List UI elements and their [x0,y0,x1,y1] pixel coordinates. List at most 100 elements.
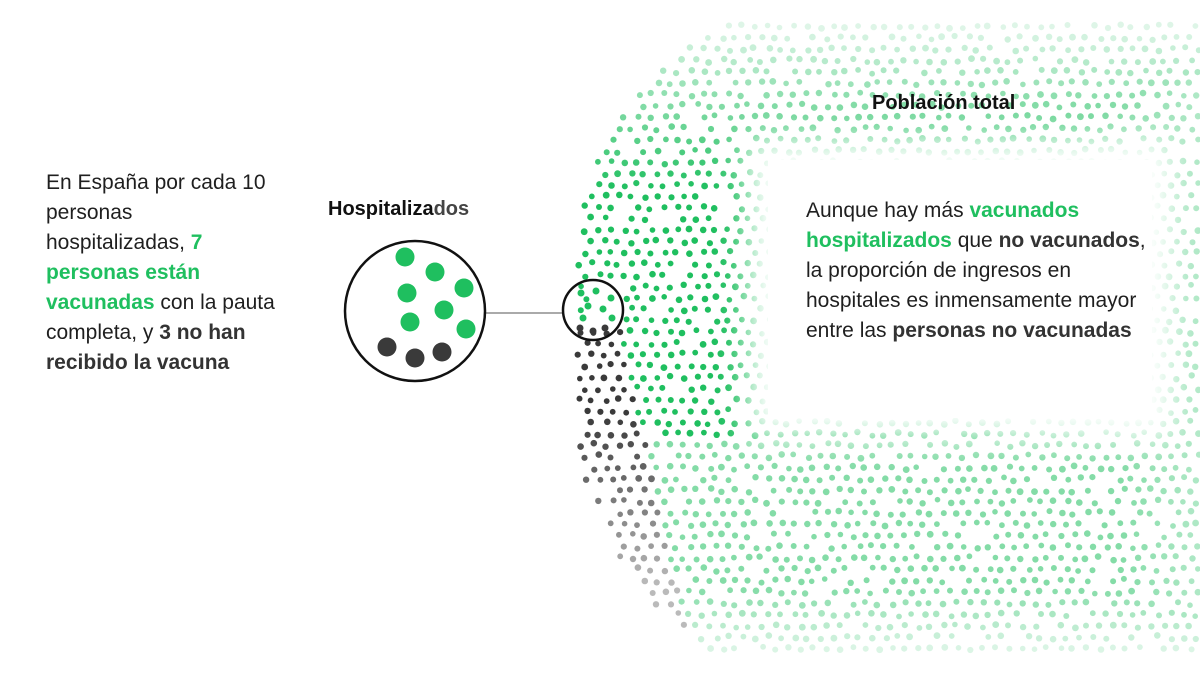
population-dot-vaccinated [764,137,770,144]
population-dot-vaccinated [894,138,901,145]
population-dot-vaccinated [850,101,858,109]
population-dot-vaccinated [654,419,661,426]
population-dot-vaccinated [936,114,942,121]
population-dot-vaccinated [893,542,900,549]
population-dot-vaccinated [757,599,764,607]
population-dot-vaccinated [1000,24,1007,30]
population-dot-vaccinated [720,600,727,608]
population-dot-vaccinated [1101,522,1108,529]
population-dot-vaccinated [673,519,680,526]
population-dot-vaccinated [960,90,966,97]
population-dot-vaccinated [1174,238,1180,245]
population-dot-vaccinated [675,296,683,304]
population-dot-vaccinated [888,33,896,41]
population-dot-vaccinated [635,361,642,368]
population-dot-vaccinated [688,93,696,100]
population-dot-vaccinated [692,261,699,268]
population-dot-vaccinated [1097,534,1104,541]
population-dot-vaccinated [1058,645,1065,651]
population-dot-vaccinated [1005,125,1012,133]
population-dot-vaccinated [1084,487,1091,494]
population-dot-vaccinated [752,587,760,595]
population-dot-unvaccinated [603,398,610,404]
population-dot-vaccinated [731,350,738,358]
population-dot-vaccinated [1129,45,1136,52]
population-dot-vaccinated [738,543,745,550]
population-dot-vaccinated [714,318,721,325]
population-dot-vaccinated [667,397,674,403]
population-dot-vaccinated [655,79,663,87]
population-dot-vaccinated [671,545,679,552]
population-dot-unvaccinated [600,352,607,359]
population-dot-vaccinated [886,623,894,631]
population-dot-vaccinated [947,499,955,507]
population-dot-vaccinated [848,509,854,516]
population-dot-vaccinated [770,530,777,537]
population-dot-unvaccinated [634,545,641,552]
population-dot-vaccinated [1146,510,1153,517]
population-dot-vaccinated [700,384,707,391]
population-dot-vaccinated [688,522,695,530]
population-dot-vaccinated [1148,146,1155,153]
population-dot-vaccinated [1019,645,1026,652]
population-dot-vaccinated [713,568,720,575]
population-dot-vaccinated [1076,634,1082,641]
population-dot-vaccinated [737,273,744,280]
population-dot-vaccinated [1149,465,1156,472]
population-dot-vaccinated [992,554,999,561]
population-dot-vaccinated [694,373,702,380]
population-dot-vaccinated [1068,577,1076,584]
population-dot-vaccinated [876,442,883,449]
population-dot-vaccinated [1117,477,1124,484]
population-dot-vaccinated [784,35,791,42]
population-dot-vaccinated [680,172,687,179]
population-dot-vaccinated [1154,476,1161,483]
population-dot-vaccinated [984,611,991,619]
population-dot-vaccinated [901,577,908,585]
population-dot-unvaccinated [607,361,614,368]
population-dot-vaccinated [1194,588,1200,596]
population-dot-vaccinated [967,646,974,654]
population-dot-vaccinated [855,23,861,29]
population-dot-vaccinated [782,420,790,428]
population-dot-vaccinated [751,635,759,643]
population-dot-vaccinated [1161,534,1167,541]
population-dot-vaccinated [1043,488,1050,495]
population-dot-vaccinated [894,429,902,436]
population-dot-vaccinated [1162,326,1169,334]
population-dot-vaccinated [770,56,777,64]
population-dot-vaccinated [1159,396,1167,404]
population-dot-vaccinated [1003,148,1011,156]
population-dot-vaccinated [681,193,687,200]
population-dot-vaccinated [666,284,673,291]
population-dot-vaccinated [646,206,653,213]
population-dot-vaccinated [1176,531,1183,538]
population-dot-vaccinated [817,114,824,122]
population-dot-vaccinated [815,135,822,142]
population-dot-vaccinated [721,646,728,653]
population-dot-vaccinated [1088,113,1094,120]
population-dot-vaccinated [907,520,914,527]
population-dot-vaccinated [964,148,972,156]
population-dot-vaccinated [1089,543,1097,550]
population-dot-vaccinated [1076,544,1083,551]
population-dot-vaccinated [1135,419,1142,427]
population-dot-vaccinated [713,431,720,438]
population-dot-vaccinated [1172,307,1180,315]
population-dot-vaccinated [792,634,800,642]
population-dot-vaccinated [1160,239,1166,245]
population-dot-vaccinated [745,79,752,86]
population-dot-vaccinated [1108,509,1116,516]
population-dot-vaccinated [993,57,1000,65]
population-dot-unvaccinated [617,553,624,560]
population-dot-vaccinated [784,624,791,631]
population-dot-vaccinated [955,645,962,651]
population-dot-vaccinated [762,112,770,119]
population-dot-vaccinated [726,136,732,143]
population-dot-vaccinated [913,464,919,471]
population-dot-vaccinated [896,589,902,595]
population-dot-vaccinated [1161,262,1168,269]
population-dot-vaccinated [718,488,725,495]
population-dot-vaccinated [977,34,985,42]
population-dot-vaccinated [1090,45,1097,51]
